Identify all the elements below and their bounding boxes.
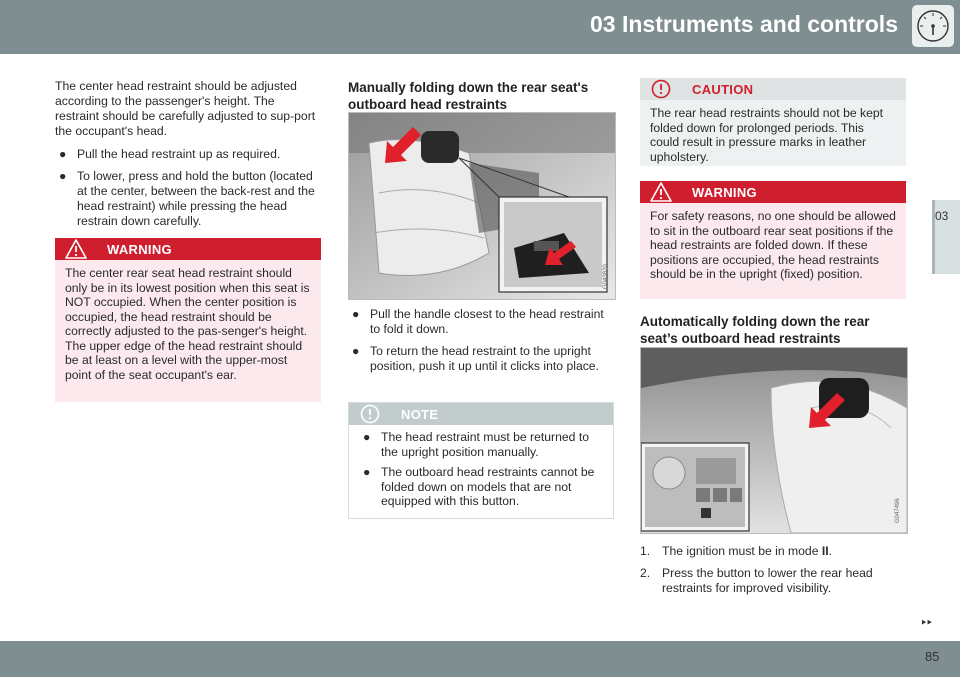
column-3-heading: Automatically folding down the rear seat… — [640, 313, 906, 347]
list-item: ●Pull the handle closest to the head res… — [352, 307, 604, 336]
header-bar: 03 Instruments and controls — [0, 0, 960, 54]
warning-label: WARNING — [692, 185, 757, 200]
footer-bar — [0, 641, 960, 677]
info-icon — [360, 404, 380, 424]
warning-text: For safety reasons, no one should be all… — [640, 203, 906, 299]
list-item: 2.Press the button to lower the rear hea… — [640, 566, 873, 595]
note-box: NOTE ●The head restraint must be returne… — [348, 402, 614, 519]
column-3-steps: 1.The ignition must be in mode II. 2.Pre… — [640, 540, 906, 596]
warning-triangle-icon — [650, 182, 672, 202]
list-item: ●To return the head restraint to the upr… — [352, 344, 599, 373]
caution-icon — [651, 79, 671, 99]
list-item: ●Pull the head restraint up as required. — [59, 147, 281, 161]
column-1: The center head restraint should be adju… — [55, 79, 321, 229]
warning-triangle-icon — [65, 239, 87, 259]
caution-label: CAUTION — [692, 82, 754, 97]
sidebar — [932, 54, 960, 644]
chapter-title: 03 Instruments and controls — [589, 11, 898, 37]
warning-text: The center rear seat head restraint shou… — [55, 260, 321, 402]
figure-code: G043820 — [603, 264, 609, 289]
rear-seat-illustration: G043820 — [348, 112, 616, 300]
intro-paragraph: The center head restraint should be adju… — [55, 79, 316, 138]
page-number: 85 — [925, 649, 940, 664]
chapter-tab-label: 03 — [935, 209, 949, 223]
caution-text: The rear head restraints should not be k… — [640, 100, 906, 166]
warning-box: WARNING For safety reasons, no one shoul… — [640, 181, 906, 299]
dashboard-button-illustration: G047496 — [640, 347, 908, 534]
next-page-icon[interactable]: ‣‣ — [920, 615, 933, 630]
list-item: ●The outboard head restraints cannot be … — [363, 465, 595, 508]
warning-label: WARNING — [107, 242, 172, 257]
list-item: 1.The ignition must be in mode II. — [640, 544, 833, 558]
list-item: ●The head restraint must be returned to … — [363, 430, 589, 459]
figure-code: G047496 — [895, 498, 901, 523]
list-item: ●To lower, press and hold the button (lo… — [59, 169, 315, 228]
section-heading: Manually folding down the rear seat's ou… — [348, 80, 589, 112]
note-label: NOTE — [401, 407, 439, 422]
section-heading: Automatically folding down the rear seat… — [640, 314, 870, 346]
gauge-icon — [912, 5, 954, 47]
chapter-tab[interactable] — [932, 200, 960, 274]
column-2-list: ●Pull the handle closest to the head res… — [348, 307, 614, 374]
column-2-heading: Manually folding down the rear seat's ou… — [348, 79, 614, 113]
caution-box: CAUTION The rear head restraints should … — [640, 78, 906, 166]
warning-box: WARNING The center rear seat head restra… — [55, 238, 321, 402]
